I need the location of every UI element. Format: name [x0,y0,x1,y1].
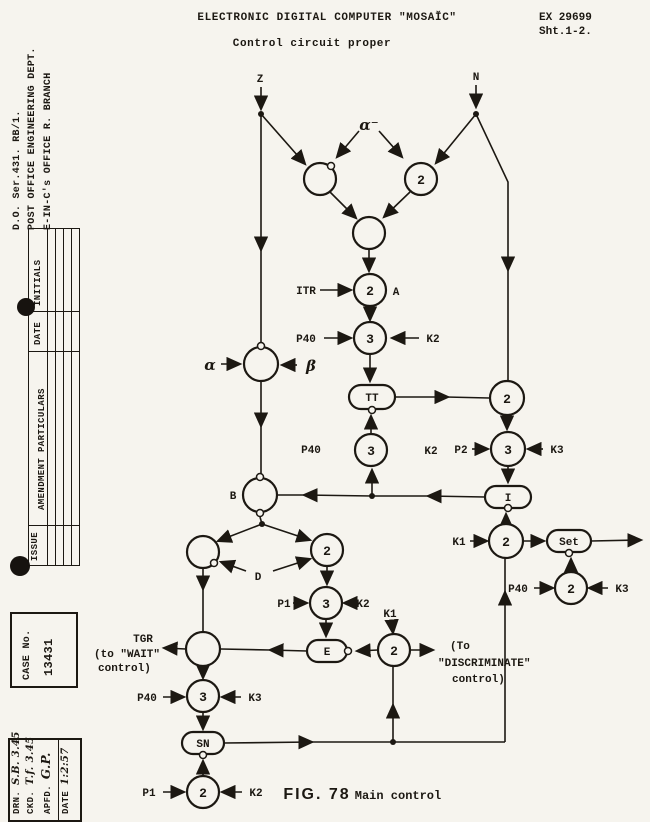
table-grid-line [63,229,64,565]
signal-k2: K2 [424,446,437,458]
signal-k1: K1 [452,537,466,549]
tag-a: A [393,287,400,299]
punch-hole [17,298,35,316]
signal-p40: P40 [508,584,528,596]
gate-label: 3 [504,443,512,458]
note-discriminate-line2: "DISCRIMINATE" [438,658,530,670]
punch-hole [10,556,30,576]
table-grid-line [29,311,79,312]
terminal-z: Z [257,74,264,86]
table-grid-line [29,525,79,526]
gate-b [241,476,279,514]
gate-2-k1 [487,522,525,560]
figure-caption: Main control [355,789,441,803]
case-number-box [10,612,78,688]
gate-2-sn [185,774,221,810]
drawing-title: ELECTRONIC DIGITAL COMPUTER "MOSAĬC" [197,12,457,24]
drawing-subtitle: Control circuit proper [232,38,392,50]
gate-label: 2 [366,284,374,299]
gate-2-set [553,570,589,606]
figure-number: FIG. 78 [283,786,350,803]
signal-alpha-bar: α⁻ [359,116,378,134]
tag-b: B [230,491,237,503]
signal-p2: P2 [454,445,467,457]
i-box-label: I [505,493,512,505]
gate-3-mid [353,432,389,468]
gate-top-left [302,161,338,197]
set-box-label: Set [559,537,579,549]
gate-merge [351,215,387,251]
inhibit-circles [198,161,574,760]
gate-label: 2 [199,786,207,801]
gate-3-p1 [308,585,344,621]
gate-label: 2 [323,544,331,559]
note-discriminate-line1: (To [450,641,470,653]
gate-label: 2 [417,173,425,188]
signal-k3: K3 [248,693,262,705]
gate-3-bottom [185,678,221,714]
signal-p1: P1 [277,599,291,611]
gate-3-right [489,430,527,468]
signal-p1: P1 [142,788,156,800]
table-grid-line [55,229,56,565]
junction-dots [258,111,479,745]
signal-beta: β [305,357,316,375]
sn-box-label: SN [196,739,209,751]
gate-label: 2 [390,644,398,659]
note-discriminate-line3: control) [452,674,505,686]
gate-tgr [184,630,222,668]
signal-k2: K2 [249,788,262,800]
gate-2-tt [488,379,526,417]
signal-k3: K3 [550,445,564,457]
gate-itr-2 [352,272,388,308]
drawing-number: EX 29699 [539,12,592,24]
signal-itr: ITR [296,286,316,298]
gate-label: 2 [503,392,511,407]
tag-d: D [255,572,262,584]
table-grid-line [29,351,79,352]
wires [161,85,644,800]
gate-label: 2 [502,535,510,550]
signal-alpha: α [204,356,216,374]
gate-label: 3 [322,597,330,612]
gate-2-discriminate [376,632,412,668]
sheet-number: Sht.1-2. [539,26,592,38]
gate-top-right-2 [403,161,439,197]
approval-box [8,738,82,822]
note-tgr: TGR [133,634,153,646]
signal-p40: P40 [296,334,316,346]
note-wait-line2: control) [98,663,151,675]
gate-label: 3 [366,332,374,347]
note-wait-line1: (to "WAIT" [94,649,160,661]
e-box-label: E [324,647,331,659]
signal-k3: K3 [615,584,629,596]
gate-label: 3 [199,690,207,705]
signal-p40: P40 [137,693,157,705]
gate-label: 2 [567,582,575,597]
signal-k2: K2 [426,334,439,346]
gate-alpha-beta [242,345,280,383]
table-grid-line [71,229,72,565]
tt-box-label: TT [365,393,379,405]
signal-k2: K2 [356,599,369,611]
table-grid-line [47,229,48,565]
approval-divider [58,740,59,820]
amendment-table [28,228,80,566]
gate-d-2 [309,532,345,568]
terminal-n: N [473,72,480,84]
gate-3-top [352,320,388,356]
signal-p40: P40 [301,445,321,457]
signal-k1: K1 [383,609,397,621]
gate-label: 3 [367,444,375,459]
